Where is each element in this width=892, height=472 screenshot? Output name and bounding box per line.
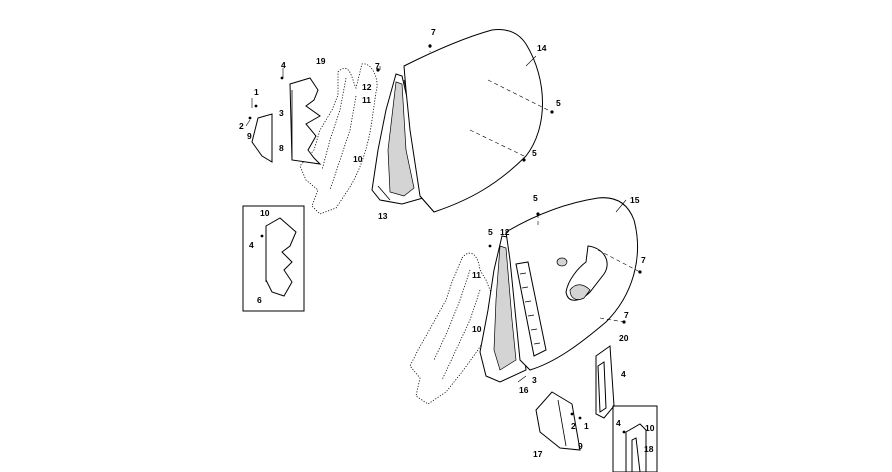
inset-callout-4: 4 xyxy=(249,240,254,250)
lower-assembly xyxy=(409,197,642,451)
callout-7: 7 xyxy=(641,255,646,265)
callout-7: 7 xyxy=(624,310,629,320)
part-17-cover xyxy=(535,391,581,451)
callout-labels: 7 14 19 4 7 12 11 1 5 3 2 9 8 5 10 13 10… xyxy=(239,27,655,459)
inset-detail-upper xyxy=(242,205,305,312)
inset-part-10 xyxy=(265,217,297,297)
part-16-slotted-rail xyxy=(515,261,547,357)
inset-callout-10: 10 xyxy=(260,208,270,218)
inset-callout-10: 10 xyxy=(645,423,655,433)
callout-5: 5 xyxy=(533,193,538,203)
upper-assembly xyxy=(245,29,554,215)
inset-detail-lower xyxy=(612,405,658,472)
callout-2: 2 xyxy=(571,421,576,431)
callout-9: 9 xyxy=(247,131,252,141)
inset-part-18 xyxy=(625,423,647,472)
callout-2: 2 xyxy=(239,121,244,131)
callout-7: 7 xyxy=(431,27,436,37)
callout-11: 11 xyxy=(472,270,481,280)
callout-1: 1 xyxy=(584,421,589,431)
callout-13: 13 xyxy=(378,211,388,221)
inset-box-lower xyxy=(612,405,658,472)
callout-4: 4 xyxy=(281,60,286,70)
part-19-panel xyxy=(289,77,322,165)
callout-5: 5 xyxy=(556,98,561,108)
callout-19: 19 xyxy=(316,56,326,66)
callout-15: 15 xyxy=(630,195,640,205)
callout-10: 10 xyxy=(472,324,482,334)
inset-box xyxy=(242,205,305,312)
callout-5: 5 xyxy=(532,148,537,158)
callout-4: 4 xyxy=(621,369,626,379)
part-8-bracket xyxy=(251,113,273,163)
callout-3: 3 xyxy=(532,375,537,385)
callout-3: 3 xyxy=(279,108,284,118)
callout-17: 17 xyxy=(533,449,543,459)
inset-callout-4: 4 xyxy=(616,418,621,428)
callout-10: 10 xyxy=(353,154,363,164)
callout-8: 8 xyxy=(279,143,284,153)
callout-20: 20 xyxy=(619,333,629,343)
callout-5: 5 xyxy=(488,227,493,237)
callout-16: 16 xyxy=(519,385,529,395)
callout-12: 12 xyxy=(362,82,372,92)
callout-1: 1 xyxy=(254,87,259,97)
part-14-side-panel xyxy=(403,29,543,213)
callout-14: 14 xyxy=(537,43,547,53)
lower-frame-phantom xyxy=(409,252,495,405)
inset-callout-6: 6 xyxy=(257,295,262,305)
callout-7: 7 xyxy=(375,61,380,71)
part-4-bracket xyxy=(597,361,607,413)
callout-12: 12 xyxy=(500,227,510,237)
inset-callout-18: 18 xyxy=(644,444,654,454)
callout-9: 9 xyxy=(578,441,583,451)
callout-11: 11 xyxy=(362,95,371,105)
